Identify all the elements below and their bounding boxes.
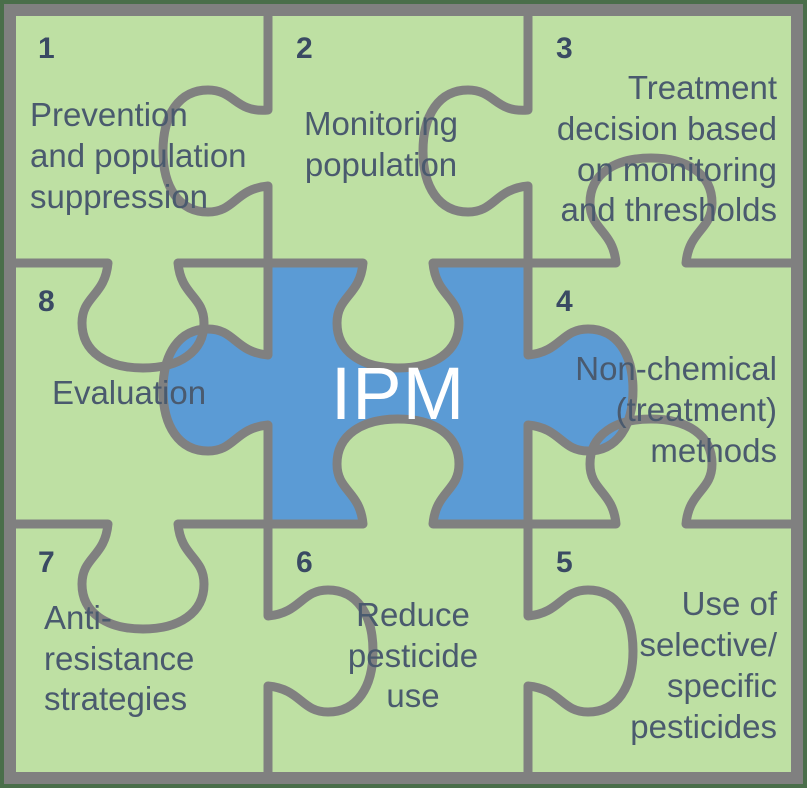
piece-7-number: 7 [38,546,55,579]
piece-8-number: 8 [38,285,55,318]
puzzle-outlines [5,5,802,783]
piece-4-label: Non-chemical (treatment) methods [575,350,777,469]
center-ipm-label: IPM [330,351,466,435]
seam-col2-row1 [418,5,533,268]
center-piece-outline [158,258,638,529]
seam-row2-col3 [523,414,802,529]
piece-5-number: 5 [556,546,573,579]
piece-2-number: 2 [296,32,313,65]
puzzle-piece-2[interactable]: 2 Monitoring population [274,16,522,257]
piece-3-number: 3 [556,32,573,65]
seam-col2-row3 [523,519,638,783]
piece-5-label: Use of selective/ specific pesticides [630,585,777,745]
piece-3-label: Treatment decision based on monitoring a… [556,68,777,229]
puzzle-piece-center-ipm[interactable]: IPM [274,269,522,518]
center-piece-blue [163,263,633,524]
puzzle-piece-6[interactable]: 6 Reduce pesticide use [274,530,522,772]
piece-7-label: Anti-resistance strategies [44,598,195,718]
piece-2-label: Monitoring population [303,104,459,183]
puzzle-piece-5[interactable]: 5 Use of selective/ specific pesticides [534,530,791,772]
piece-1-label: Prevention and population suppression [30,96,247,215]
puzzle-piece-3[interactable]: 3 Treatment decision based on monitoring… [534,16,791,257]
seam-row1-col3 [523,153,802,268]
puzzle-piece-1[interactable]: 1 Prevention and population suppression [16,16,262,257]
seam-col1-row1 [158,5,273,268]
piece-6-number: 6 [296,546,313,579]
seam-row1-col1 [5,258,273,373]
piece-1-number: 1 [38,32,55,65]
seam-col1-row3 [263,519,378,783]
piece-6-label: Reduce pesticide use [347,595,479,715]
piece-8-label: Evaluation [51,374,207,412]
puzzle-piece-8[interactable]: 8 Evaluation [16,269,262,518]
piece-4-number: 4 [556,285,573,318]
puzzle-piece-7[interactable]: 7 Anti-resistance strategies [16,530,262,772]
puzzle-piece-4[interactable]: 4 Non-chemical (treatment) methods [534,269,791,518]
puzzle-outer-frame [4,4,803,784]
seam-row2-col1 [5,519,273,634]
